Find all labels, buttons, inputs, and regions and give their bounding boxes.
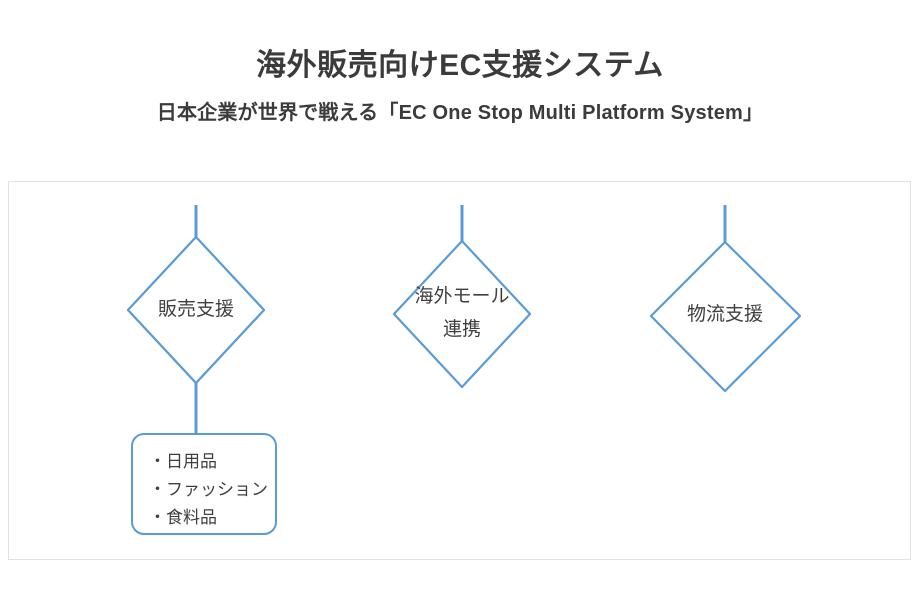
diamond-outline-overlay: [126, 235, 266, 385]
diamond-shape-icon: [649, 205, 802, 393]
diamond-shape-icon: [126, 205, 266, 435]
page-header: 海外販売向けEC支援システム 日本企業が世界で戦える「EC One Stop M…: [0, 0, 920, 125]
diamond-shape-icon: [392, 205, 532, 389]
page-subtitle: 日本企業が世界で戦える「EC One Stop Multi Platform S…: [156, 101, 764, 124]
list-item: ・ファッション: [149, 480, 268, 500]
diamond-outline: [649, 240, 802, 393]
diamond-outline: [392, 239, 532, 389]
product-categories-box[interactable]: ・日用品 ・ファッション ・食料品: [131, 433, 277, 535]
list-item: ・食料品: [149, 508, 217, 528]
page-title: 海外販売向けEC支援システム: [256, 49, 664, 82]
list-item: ・日用品: [149, 452, 217, 471]
diagram-node-sales-support[interactable]: 販売支援: [118, 205, 274, 435]
diagram-node-logistics-support[interactable]: 物流支援: [648, 205, 802, 397]
diagram-node-overseas-mall[interactable]: 海外モール 連携: [386, 205, 538, 395]
